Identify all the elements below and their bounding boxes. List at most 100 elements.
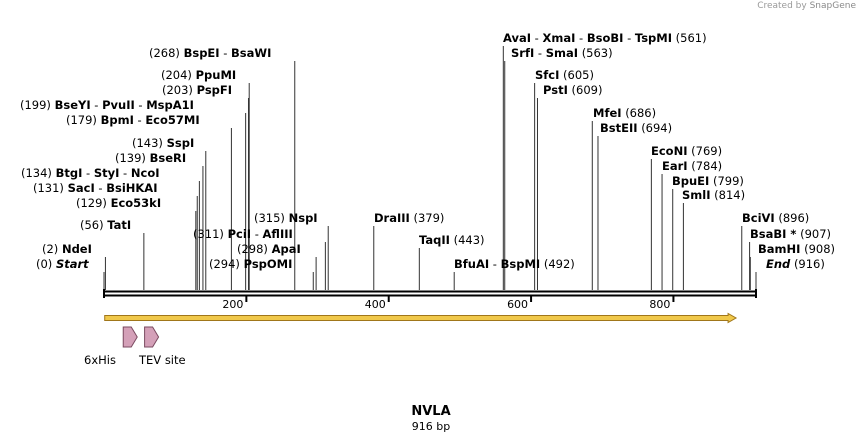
site-position: (492): [544, 257, 575, 271]
site-label: (129) Eco53kI: [76, 196, 161, 210]
enzyme-separator: -: [220, 46, 231, 60]
enzyme-name: SmaI: [546, 46, 578, 60]
enzyme-separator: -: [91, 98, 102, 112]
enzyme-name: BsaWI: [231, 46, 271, 60]
site-position: (129): [76, 196, 107, 210]
site-label: (268) BspEI - BsaWI: [149, 46, 271, 60]
feature-arrow: [144, 326, 160, 348]
site-label: End (916): [766, 257, 825, 271]
map-title: NVLA: [411, 404, 450, 419]
site-label: (298) ApaI: [237, 242, 301, 256]
orf-arrow: [104, 312, 738, 324]
enzyme-name: MfeI: [593, 106, 622, 120]
enzyme-name: BspMI: [501, 257, 541, 271]
site-label: (311) PciI - AflIII: [193, 227, 293, 241]
site-label: TaqII (443): [419, 233, 485, 247]
enzyme-name: DraIII: [374, 211, 410, 225]
enzyme-name: PpuMI: [196, 68, 237, 82]
site-labels: (0) Start(2) NdeI(56) TatI(129) Eco53kI(…: [20, 31, 835, 271]
site-label: EcoNI (769): [651, 144, 722, 158]
site-position: (784): [691, 159, 722, 173]
enzyme-name: BpuEI: [672, 174, 709, 188]
site-position: (563): [582, 46, 613, 60]
site-label: BciVI (896): [742, 211, 809, 225]
enzyme-name: Eco53kI: [111, 196, 162, 210]
site-label: (134) BtgI - StyI - NcoI: [21, 166, 160, 180]
site-position: (131): [33, 181, 64, 195]
enzyme-separator: -: [489, 257, 500, 271]
enzyme-name: BciVI: [742, 211, 775, 225]
enzyme-name: BfuAI: [454, 257, 489, 271]
enzyme-name: ApaI: [272, 242, 301, 256]
enzyme-name: BseYI: [55, 98, 91, 112]
enzyme-separator: -: [531, 31, 542, 45]
enzyme-name: PspOMI: [244, 257, 293, 271]
enzyme-separator: -: [534, 46, 545, 60]
site-label: DraIII (379): [374, 211, 444, 225]
feature-label: 6xHis: [84, 353, 116, 367]
site-label: AvaI - XmaI - BsoBI - TspMI (561): [503, 31, 707, 45]
map-subtitle: 916 bp: [412, 420, 450, 433]
site-position: (769): [691, 144, 722, 158]
enzyme-name: SrfI: [511, 46, 534, 60]
site-position: (908): [804, 242, 835, 256]
enzyme-name: MspA1I: [146, 98, 194, 112]
site-position: (179): [66, 113, 97, 127]
enzyme-name: AvaI: [503, 31, 531, 45]
enzyme-name: SfcI: [535, 68, 559, 82]
site-position: (2): [42, 242, 58, 256]
enzyme-name: SacI: [68, 181, 95, 195]
enzyme-name: PciI: [228, 227, 251, 241]
site-label: (315) NspI: [254, 211, 318, 225]
site-position: (916): [794, 257, 825, 271]
enzyme-separator: -: [135, 98, 146, 112]
site-position: (799): [713, 174, 744, 188]
enzyme-name: SspI: [167, 136, 195, 150]
site-position: (907): [800, 227, 831, 241]
enzyme-name: NdeI: [62, 242, 92, 256]
enzyme-separator: -: [82, 166, 93, 180]
site-position: (686): [625, 106, 656, 120]
enzyme-separator: -: [119, 166, 130, 180]
enzyme-separator: -: [575, 31, 586, 45]
site-label: BpuEI (799): [672, 174, 744, 188]
site-position: (56): [80, 218, 104, 232]
site-label: MfeI (686): [593, 106, 656, 120]
site-label: PstI (609): [543, 83, 602, 97]
enzyme-name: BpmI: [101, 113, 134, 127]
axis-tick-label: 600: [507, 298, 528, 311]
enzyme-name: TspMI: [635, 31, 672, 45]
enzyme-name: BspEI: [184, 46, 220, 60]
site-position: (203): [162, 83, 193, 97]
site-label: EarI (784): [662, 159, 722, 173]
enzyme-name: BsiHKAI: [106, 181, 157, 195]
site-label: BfuAI - BspMI (492): [454, 257, 575, 271]
enzyme-name: Start: [56, 257, 89, 271]
site-label: (199) BseYI - PvuII - MspA1I: [20, 98, 194, 112]
site-label: (56) TatI: [80, 218, 131, 232]
site-position: (298): [237, 242, 268, 256]
enzyme-name: NspI: [289, 211, 318, 225]
enzyme-separator: -: [623, 31, 634, 45]
snapgene-logo-text: SnapGene: [809, 1, 856, 11]
enzyme-name: BseRI: [150, 151, 187, 165]
site-position: (694): [641, 121, 672, 135]
enzyme-name: PspFI: [197, 83, 232, 97]
enzyme-name: XmaI: [543, 31, 576, 45]
site-leader-lines: [103, 46, 757, 290]
enzyme-name: TatI: [107, 218, 131, 232]
enzyme-name: BsoBI: [587, 31, 624, 45]
site-position: (311): [193, 227, 224, 241]
enzyme-name: EcoNI: [651, 144, 687, 158]
enzyme-separator: -: [134, 113, 145, 127]
site-label: SrfI - SmaI (563): [511, 46, 613, 60]
site-label: BamHI (908): [758, 242, 835, 256]
site-position: (896): [778, 211, 809, 225]
site-position: (204): [161, 68, 192, 82]
site-position: (315): [254, 211, 285, 225]
site-label: SfcI (605): [535, 68, 594, 82]
site-label: (204) PpuMI: [161, 68, 236, 82]
